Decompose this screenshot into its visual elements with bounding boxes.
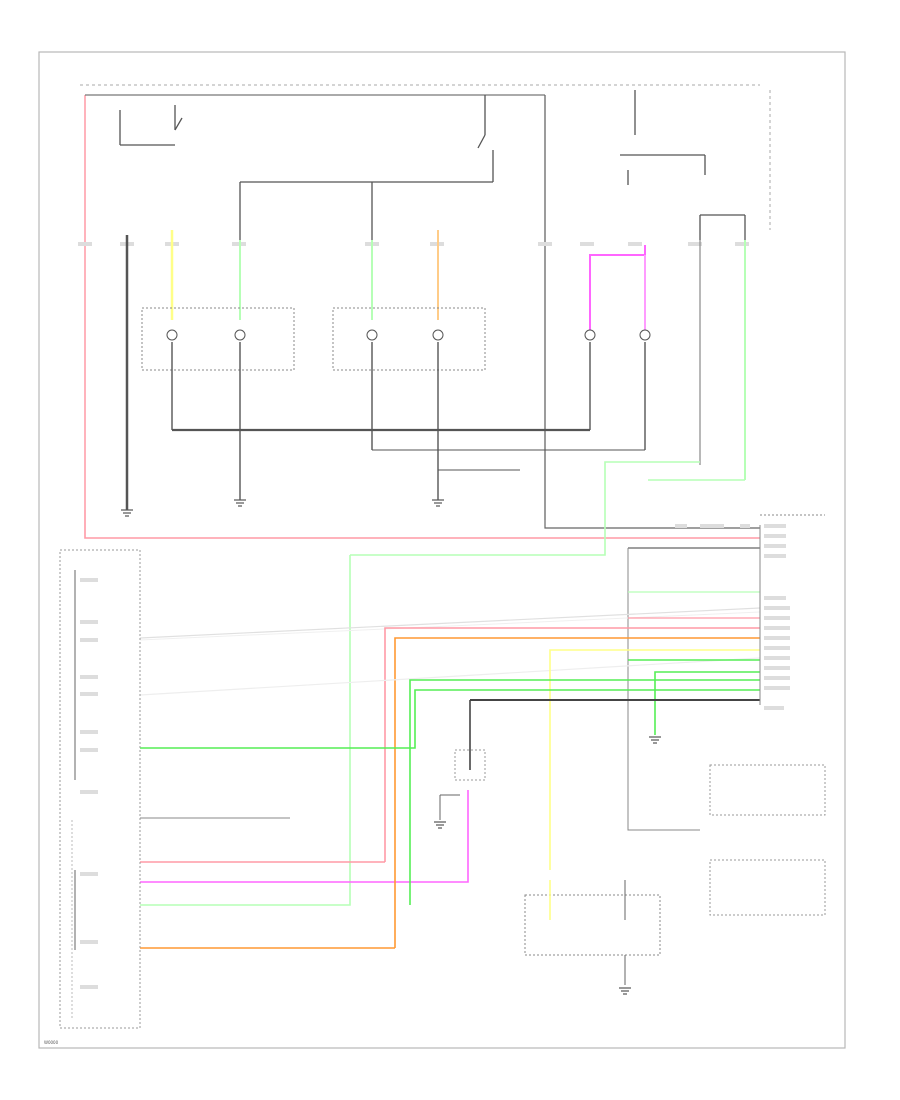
- body-control-module: [759, 514, 825, 705]
- ground-icon: [434, 821, 446, 829]
- harness-wires: [84, 461, 761, 949]
- top-relay-section: [84, 90, 746, 520]
- ground-icon: [649, 736, 661, 744]
- ground-icon: [432, 499, 444, 507]
- switch-contact-labels: [80, 578, 98, 989]
- connector-pin-labels: [675, 524, 790, 710]
- ground-icon: [619, 987, 631, 995]
- ground-symbols: [121, 499, 444, 517]
- fog-lamp-relay: [524, 880, 661, 985]
- lamp-bulbs: [166, 329, 651, 341]
- bulb-icon: [234, 329, 246, 341]
- ground-icon: [234, 499, 246, 507]
- bulb-icon: [366, 329, 378, 341]
- lamp-ground-wires: [171, 342, 646, 500]
- left-headlamp-module: [141, 307, 295, 371]
- bulb-icon: [166, 329, 178, 341]
- ground-symbols-lower: [434, 736, 661, 995]
- right-headlamp-module: [332, 307, 486, 371]
- bulb-icon: [639, 329, 651, 341]
- fuse-label-row: [78, 242, 749, 246]
- bulb-icon: [584, 329, 596, 341]
- diagram-border: [38, 51, 846, 1049]
- bulb-icon: [432, 329, 444, 341]
- footer-code: W0000: [44, 1040, 59, 1045]
- headlamp-switch: [59, 549, 141, 1029]
- lamp-feed-wires: [125, 230, 746, 510]
- dimmer-switch: [140, 749, 486, 820]
- right-lower-modules: [709, 764, 826, 916]
- ground-icon: [121, 509, 133, 517]
- lamp-modules: [141, 307, 486, 371]
